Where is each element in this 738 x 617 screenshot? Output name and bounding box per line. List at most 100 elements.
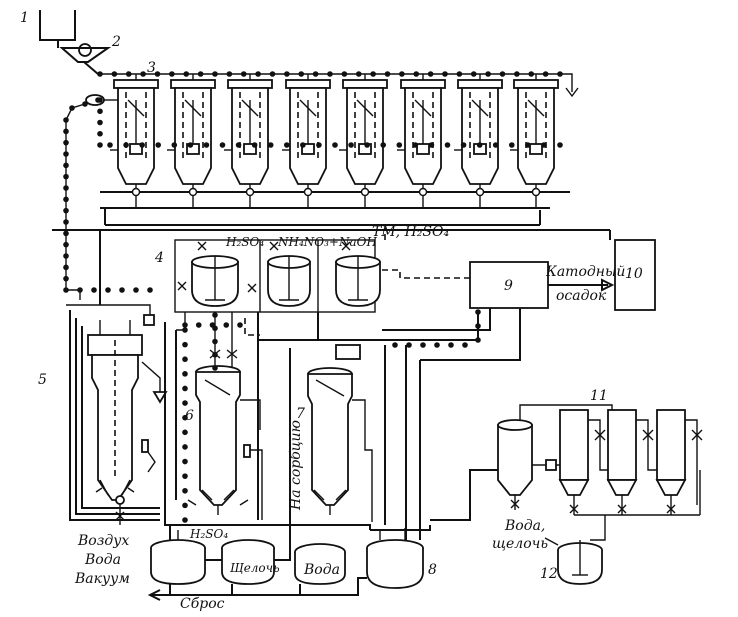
pipe-dot (63, 162, 69, 169)
pipe-dot (312, 71, 319, 77)
pipe-dot (460, 142, 467, 148)
label-nh4no3-naoh: NH₄NO₃+NaOH (277, 235, 377, 249)
pipe-dot (528, 71, 535, 77)
pipe-dot (169, 71, 175, 77)
pipe-dot (212, 312, 218, 318)
pipe-dot (182, 458, 188, 465)
pipe-dot (63, 207, 69, 214)
pipe-dot (123, 142, 129, 148)
pipe-dot (63, 128, 69, 135)
pipe-dot (341, 71, 348, 77)
pipe-dot (187, 142, 194, 148)
pipe-dot (111, 71, 118, 77)
pipe-dot (348, 142, 354, 148)
label-9: 9 (504, 278, 513, 294)
pipe-dot (63, 230, 69, 237)
pipe-dot (251, 142, 258, 148)
pipe-dot (182, 400, 188, 406)
pipe-dot (91, 287, 97, 293)
pipe-dot (269, 71, 276, 77)
pipe-dot (475, 337, 481, 343)
pipe-dot (492, 142, 499, 148)
pipe-dot (420, 342, 426, 348)
leach-column (339, 74, 388, 208)
pipe-dot (125, 71, 132, 77)
pipe-dot (470, 71, 477, 77)
control-dashed-lines (244, 228, 470, 336)
pipe-network (99, 230, 611, 596)
label-3: 3 (147, 60, 156, 76)
pipe-dot (364, 142, 370, 148)
pipe-dot (399, 71, 405, 77)
label-cathode-2: осадок (556, 288, 607, 304)
pipe-dot (434, 342, 440, 348)
label-6: 6 (185, 408, 194, 424)
pipe-dot (476, 142, 483, 148)
label-h2so4-top: H₂SO₄ (225, 235, 264, 249)
pipe-dot (370, 71, 376, 77)
pipe-dot (237, 322, 243, 328)
pipe-dot (525, 142, 531, 148)
pipe-dot (255, 71, 261, 77)
pipe-dot (63, 117, 69, 123)
pipe-dot (396, 142, 403, 148)
pipe-dot (557, 71, 563, 77)
bottom-tanks (147, 528, 424, 601)
pipe-dot (182, 322, 188, 328)
pipe-dot (557, 142, 563, 148)
pipe-dot (155, 142, 162, 148)
pipe-dot (541, 142, 547, 148)
pipe-dot (82, 101, 88, 107)
pipe-dot (462, 342, 468, 348)
label-discharge: Сброс (180, 596, 225, 612)
pipe-marker-dots (63, 71, 563, 523)
pipe-dot (316, 142, 322, 148)
pipe-dot (327, 71, 333, 77)
reagent-reactors-4 (174, 239, 381, 370)
desorption-columns-11 (497, 404, 703, 541)
pipe-dot (182, 502, 188, 509)
feeder-2 (57, 40, 112, 75)
pipe-dot (212, 338, 218, 345)
feed-line-left (65, 94, 118, 300)
number-labels: 1 2 3 4 5 6 7 8 9 10 11 12 (20, 10, 643, 582)
pipe-dot (97, 119, 103, 126)
leach-column (454, 74, 503, 208)
leach-column (110, 74, 159, 208)
pipe-dot (219, 142, 226, 148)
column-7 (307, 344, 373, 522)
pipe-dot (154, 71, 161, 77)
pipe-dot (448, 342, 454, 348)
pipe-dot (428, 142, 435, 148)
pipe-dot (332, 142, 338, 148)
leach-column (397, 74, 446, 208)
pipe-dot (223, 322, 230, 328)
leach-column (510, 74, 559, 208)
pipe-dot (63, 139, 69, 146)
label-5: 5 (38, 372, 47, 388)
pipe-dot (97, 130, 103, 137)
pipe-dot (380, 142, 387, 148)
pipe-dot (298, 71, 305, 77)
pipe-dot (133, 287, 139, 293)
pipe-dot (183, 71, 190, 77)
pipe-dot (182, 487, 188, 494)
pipe-dot (97, 142, 103, 148)
label-12: 12 (540, 566, 558, 582)
label-water-alkali-1: Вода, (504, 518, 545, 534)
label-vacuum: Вакуум (74, 571, 130, 587)
pipe-dot (413, 71, 420, 77)
pipe-dot (147, 287, 153, 293)
pipe-dot (235, 142, 242, 148)
pipe-dot (197, 71, 204, 77)
pipe-dot (97, 108, 103, 115)
pipe-dot (542, 71, 549, 77)
pipe-dot (182, 517, 188, 523)
label-2: 2 (111, 34, 121, 50)
pipe-dot (182, 341, 188, 348)
pipe-dot (63, 185, 69, 191)
label-11: 11 (590, 388, 608, 404)
pipe-dot (195, 322, 202, 328)
